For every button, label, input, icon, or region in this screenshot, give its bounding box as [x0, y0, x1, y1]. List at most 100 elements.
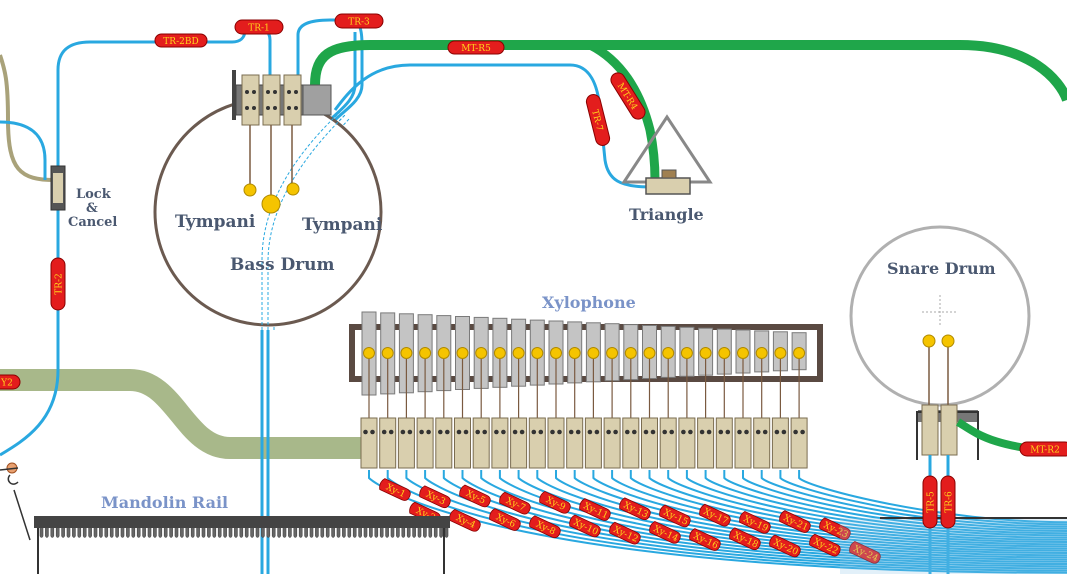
- xylophone-valve[interactable]: [603, 417, 621, 469]
- mandolin-tooth: [271, 528, 276, 538]
- mandolin-tooth: [379, 528, 384, 538]
- xylophone-tag-shape: [529, 515, 561, 539]
- xylophone-valve[interactable]: [528, 417, 546, 469]
- mandolin-tooth: [99, 528, 103, 538]
- xylophone-valve-dot: [445, 429, 450, 435]
- xylophone-tag-shape: [689, 528, 721, 551]
- bass-drum-valve-2[interactable]: [262, 74, 281, 126]
- xylophone-valve[interactable]: [584, 417, 602, 469]
- mandolin-tooth: [131, 528, 136, 538]
- mandolin-tooth: [277, 528, 281, 538]
- mandolin-tooth: [428, 528, 433, 538]
- xylophone-valve-dot: [650, 429, 656, 435]
- xylophone-valve[interactable]: [379, 417, 397, 469]
- xylophone-valve-dot: [426, 429, 431, 435]
- xylophone-valve[interactable]: [622, 417, 640, 469]
- xylophone-pellet: [793, 347, 806, 359]
- tag-tr-3: TR-3: [334, 13, 384, 29]
- xylophone-pellet: [475, 347, 488, 359]
- mandolin-tooth: [174, 528, 179, 538]
- xylophone-valve[interactable]: [435, 417, 453, 469]
- xylophone-valve[interactable]: [510, 417, 528, 469]
- tag-y2-text: Y2: [0, 379, 13, 389]
- xylophone-tag-shape: [819, 517, 851, 541]
- main-tube-mt-r4: [587, 40, 660, 181]
- xylophone-valve-dot: [568, 429, 574, 435]
- mandolin-tooth: [331, 528, 335, 538]
- lock-tube-down: [0, 210, 60, 457]
- xylophone-tag-shape: [809, 533, 841, 557]
- mandolin-tooth: [72, 528, 76, 538]
- mandolin-tooth: [347, 528, 352, 538]
- xylophone-tag-shape: [449, 508, 481, 532]
- xylophone-valve-dot: [531, 429, 537, 435]
- mandolin-tooth: [304, 528, 308, 538]
- mandolin-rail: [34, 516, 450, 528]
- xylophone-valve[interactable]: [454, 417, 471, 469]
- xylophone-pellet: [755, 347, 768, 359]
- mandolin-tooth: [358, 528, 362, 538]
- mandolin-tooth: [66, 528, 71, 538]
- xylophone-valve[interactable]: [678, 417, 696, 469]
- mandolin-tooth: [115, 528, 119, 538]
- xylophone-pellet: [643, 347, 656, 359]
- xylophone-tag-shape: [699, 503, 731, 527]
- mandolin-tooth: [212, 528, 217, 538]
- xylophone-valve[interactable]: [397, 417, 415, 469]
- mandolin-tooth: [55, 528, 60, 538]
- xylophone-valve[interactable]: [472, 417, 490, 469]
- mandolin-tooth: [363, 528, 368, 538]
- xylophone-valve-dot: [725, 429, 731, 435]
- triangle-valve[interactable]: [645, 177, 691, 195]
- xylophone-valve[interactable]: [771, 417, 789, 469]
- snare-valve-1[interactable]: [921, 404, 939, 456]
- snare-valve-2[interactable]: [940, 404, 958, 456]
- xylophone-valve-dot: [688, 429, 693, 435]
- xylophone-valve[interactable]: [416, 417, 434, 469]
- mandolin-tooth: [385, 528, 389, 538]
- xylophone-valve[interactable]: [715, 417, 733, 469]
- xylophone-valve[interactable]: [753, 417, 771, 469]
- xylophone-valve[interactable]: [360, 417, 378, 469]
- xylophone-valve[interactable]: [790, 417, 808, 469]
- xylophone-valve-dot: [632, 429, 637, 435]
- bass-drum-valve-1[interactable]: [241, 74, 260, 126]
- mandolin-tooth: [309, 528, 314, 538]
- mandolin-tooth: [255, 528, 260, 538]
- mandolin-tooth: [406, 528, 411, 538]
- xylophone-tube: [723, 470, 1067, 532]
- xylophone-valve[interactable]: [547, 417, 565, 469]
- xylophone-tube: [798, 470, 1067, 524]
- xylophone-valve[interactable]: [734, 417, 752, 469]
- snare-pellet-right: [941, 334, 955, 348]
- tag-tr-6: TR-6: [940, 475, 956, 529]
- tag-tr-6-text: TR-6: [945, 491, 955, 513]
- bass-drum-pellet: [261, 194, 281, 214]
- tag-tr-2bd-text: TR-2BD: [163, 37, 198, 47]
- xylophone-valve[interactable]: [697, 417, 715, 469]
- xylophone-valve-dot: [793, 429, 798, 435]
- mandolin-tooth: [217, 528, 222, 538]
- xylophone-pellet: [456, 347, 469, 359]
- xylophone-valve-dot: [407, 429, 413, 435]
- mandolin-tooth: [126, 528, 130, 538]
- xylophone-valve-dot: [557, 429, 562, 435]
- xylophone-valve-dot: [681, 429, 686, 435]
- bass-drum-valve-3[interactable]: [283, 74, 302, 126]
- xylophone-valve[interactable]: [659, 417, 677, 469]
- xylophone-tube: [592, 470, 1067, 548]
- mandolin-tooth: [142, 528, 146, 538]
- mandolin-tooth: [390, 528, 395, 538]
- tag-tr-1: TR-1: [234, 19, 284, 35]
- xylophone-pellet: [419, 347, 432, 359]
- xylophone-valve[interactable]: [641, 417, 658, 469]
- tag-tr-3-text: TR-3: [348, 18, 370, 28]
- mandolin-tooth: [244, 528, 249, 538]
- xylophone-tube: [760, 470, 1067, 528]
- xylophone-valve-dot: [781, 429, 787, 435]
- xylophone-pellet: [493, 347, 506, 359]
- xylophone-valve-dot: [662, 429, 667, 435]
- mandolin-tooth: [147, 528, 152, 538]
- xylophone-valve[interactable]: [491, 417, 509, 469]
- xylophone-valve[interactable]: [566, 417, 584, 469]
